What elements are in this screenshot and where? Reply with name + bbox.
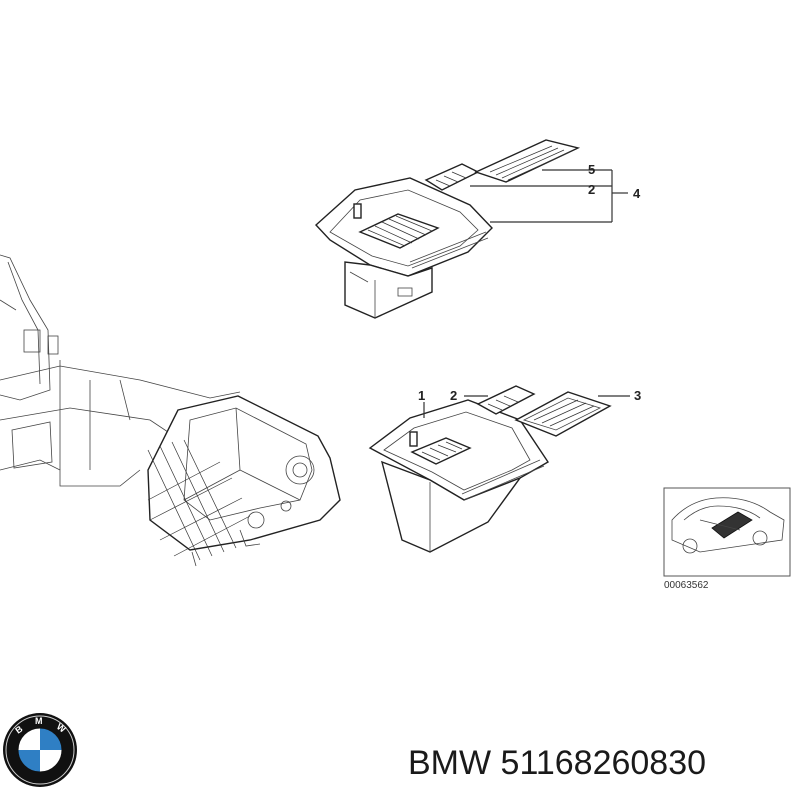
callout-lower-2: 2 [450, 388, 457, 403]
frame-lattice [147, 439, 251, 561]
lower-bin-assembly [368, 385, 630, 553]
svg-text:M: M [35, 716, 43, 726]
tray-insert-hatching [367, 215, 433, 247]
car-location-thumbnail-icon [663, 487, 791, 577]
callout-lower-3: 3 [634, 388, 641, 403]
brand-name: BMW [408, 744, 492, 782]
vehicle-frame-structure [0, 254, 341, 567]
reference-code: 00063562 [664, 580, 709, 591]
brand-part-number-line: BMW 51168260830 [408, 738, 793, 788]
upper-tray-assembly [315, 139, 628, 319]
callout-lower-1: 1 [418, 388, 425, 403]
callout-upper-2: 2 [588, 182, 595, 197]
callout-upper-4: 4 [633, 186, 641, 201]
svg-text:B: B [13, 723, 24, 735]
bmw-logo-icon: B M W [3, 713, 77, 787]
part-number: 51168260830 [500, 744, 707, 782]
callout-upper-5: 5 [588, 162, 595, 177]
